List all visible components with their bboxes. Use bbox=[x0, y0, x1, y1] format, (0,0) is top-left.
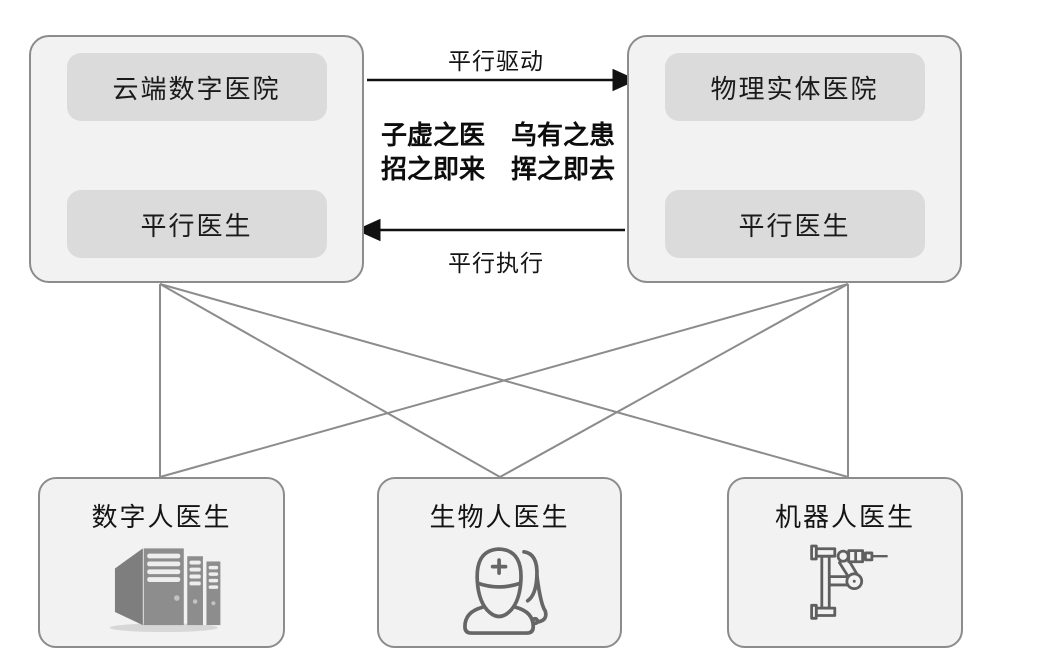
parallel-execute-label: 平行执行 bbox=[448, 251, 544, 276]
cloud-hospital-title: 云端数字医院 bbox=[66, 53, 327, 121]
connector-cloud-bio bbox=[159, 283, 501, 478]
motto-text: 子虚之医 乌有之患 招之即来 挥之即去 bbox=[357, 119, 639, 187]
digital-doctor-label: 数字人医生 bbox=[91, 503, 232, 532]
motto-line-1: 子虚之医 乌有之患 bbox=[380, 121, 615, 150]
bio-doctor-box: 生物人医生 bbox=[377, 477, 622, 648]
robot-doctor-box: 机器人医生 bbox=[727, 477, 963, 648]
parallel-drive-label: 平行驱动 bbox=[448, 49, 544, 74]
physical-hospital-box: 物理实体医院 平行医生 bbox=[627, 35, 962, 283]
connector-physical-digital bbox=[159, 283, 849, 478]
physical-hospital-title: 物理实体医院 bbox=[664, 53, 925, 121]
connector-physical-bio bbox=[499, 283, 849, 478]
server-rack-icon bbox=[101, 536, 223, 634]
robot-arm-icon bbox=[794, 536, 896, 632]
bio-doctor-label: 生物人医生 bbox=[429, 503, 570, 532]
human-doctor-icon bbox=[452, 536, 548, 636]
cloud-parallel-doctor: 平行医生 bbox=[66, 190, 327, 258]
motto-line-2: 招之即来 挥之即去 bbox=[380, 155, 615, 184]
cloud-hospital-box: 云端数字医院 平行医生 bbox=[29, 35, 364, 283]
physical-parallel-doctor: 平行医生 bbox=[664, 190, 925, 258]
hospital-doctor-connectors bbox=[159, 283, 849, 478]
digital-doctor-box: 数字人医生 bbox=[38, 477, 285, 648]
robot-doctor-label: 机器人医生 bbox=[774, 503, 915, 532]
